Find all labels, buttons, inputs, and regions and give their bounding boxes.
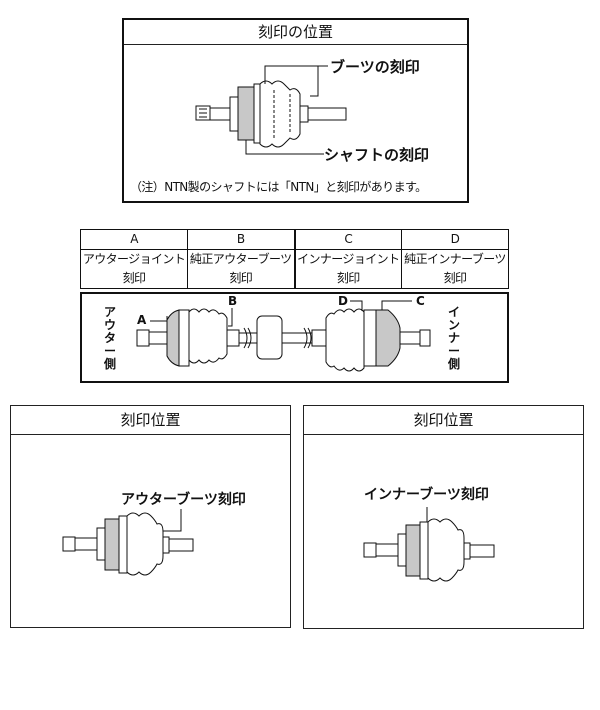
cv-joint-illustration bbox=[195, 65, 347, 155]
col-a-letter: A bbox=[80, 229, 188, 250]
col-c-desc2: 刻印 bbox=[293, 269, 402, 289]
legend-and-driveshaft: A B C D アウタージョイント 純正アウターブーツ インナージョイント 純正… bbox=[80, 229, 509, 383]
tag-c: C bbox=[416, 294, 425, 308]
col-a-desc2: 刻印 bbox=[80, 269, 188, 289]
col-b-letter: B bbox=[187, 229, 295, 250]
driveshaft-diagram: アウター側 インナー側 A B C D bbox=[80, 292, 509, 383]
col-a-desc: アウタージョイント bbox=[80, 249, 188, 269]
outer-cv-joint-illustration bbox=[62, 509, 194, 576]
shaft-marking-label: シャフトの刻印 bbox=[324, 146, 430, 164]
driveshaft-illustration bbox=[136, 300, 431, 372]
panel-title: 刻印位置 bbox=[11, 406, 290, 435]
col-c-letter: C bbox=[293, 229, 402, 250]
col-c-desc: インナージョイント bbox=[293, 249, 402, 269]
panel-title: 刻印位置 bbox=[304, 406, 583, 435]
panel-title: 刻印の位置 bbox=[124, 20, 467, 45]
col-d-desc2: 刻印 bbox=[401, 269, 509, 289]
inner-boot-marking-label: インナーブーツ刻印 bbox=[364, 487, 489, 503]
inner-boot-marking-panel: 刻印位置 インナーブーツ刻印 bbox=[303, 405, 584, 629]
outer-side-label: アウター側 bbox=[103, 305, 116, 371]
col-d-letter: D bbox=[401, 229, 509, 250]
ntn-note: （注）NTN製のシャフトには「NTN」と刻印があります。 bbox=[130, 180, 427, 194]
col-b-desc2: 刻印 bbox=[187, 269, 295, 289]
tag-b: B bbox=[228, 294, 238, 308]
outer-boot-marking-panel: 刻印位置 アウターブーツ刻印 bbox=[10, 405, 291, 628]
marking-position-panel: 刻印の位置 ブーツの刻印 シャフトの刻印 （注）NTN製のシャフトには「NTN」… bbox=[122, 18, 469, 203]
inner-side-label: インナー側 bbox=[447, 305, 460, 371]
tag-a: A bbox=[137, 313, 147, 327]
col-b-desc: 純正アウターブーツ bbox=[187, 249, 295, 269]
boot-marking-label: ブーツの刻印 bbox=[330, 58, 420, 76]
tag-d: D bbox=[338, 294, 348, 308]
inner-cv-joint-illustration bbox=[363, 507, 495, 582]
marking-legend-table: A B C D アウタージョイント 純正アウターブーツ インナージョイント 純正… bbox=[80, 229, 509, 289]
outer-boot-marking-label: アウターブーツ刻印 bbox=[121, 492, 246, 508]
col-d-desc: 純正インナーブーツ bbox=[401, 249, 509, 269]
